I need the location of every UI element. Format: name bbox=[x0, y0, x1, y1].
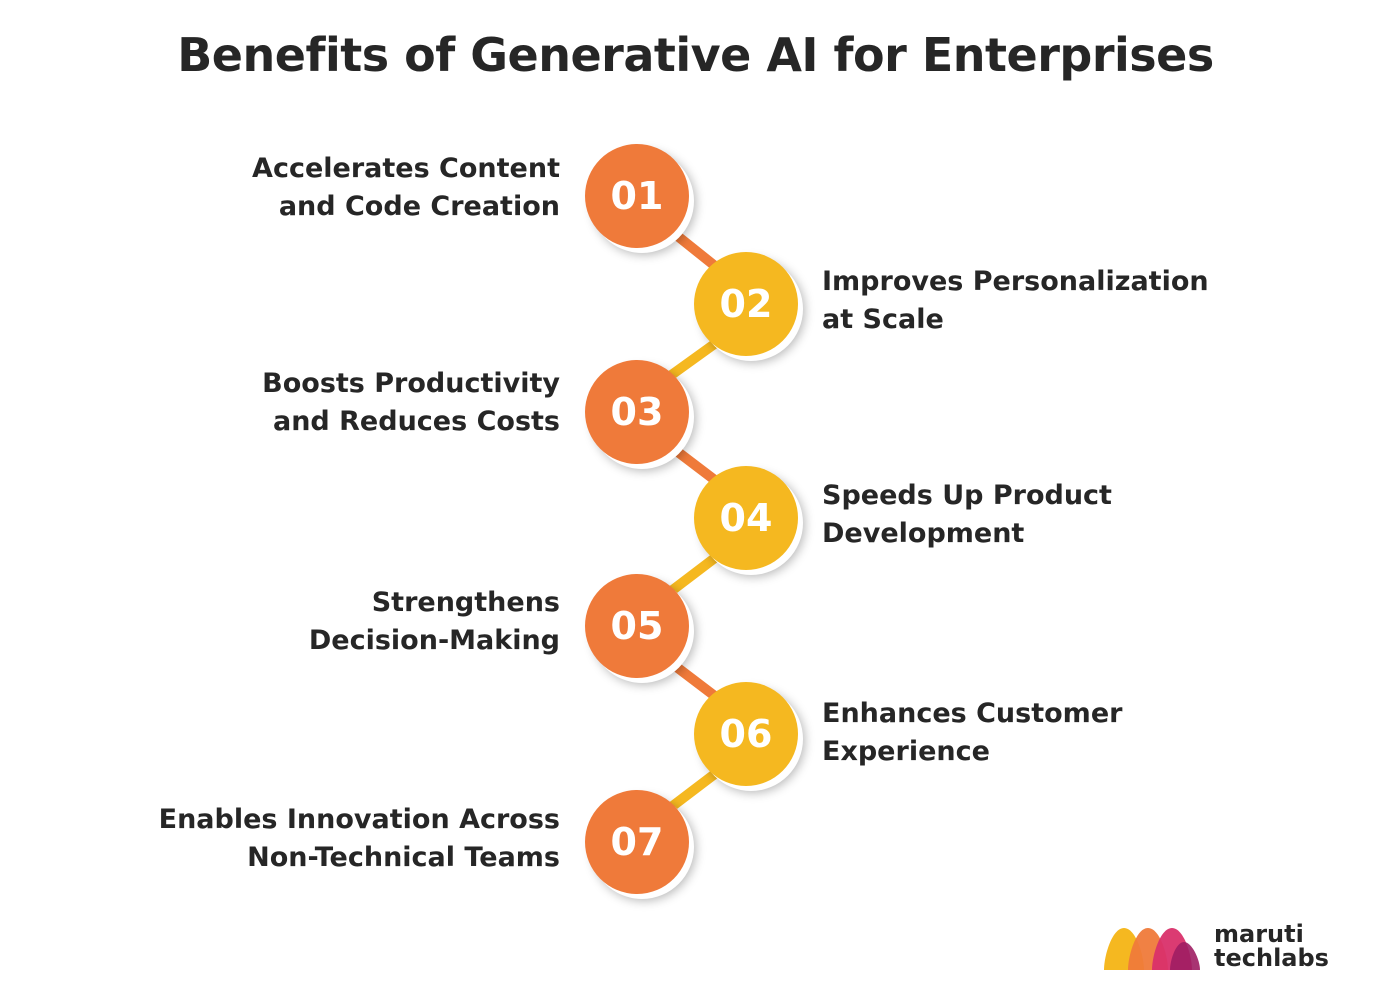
connector-2-3 bbox=[665, 335, 725, 381]
step-3-number-circle: 03 bbox=[585, 360, 689, 464]
maruti-techlabs-logo: maruti techlabs bbox=[1100, 920, 1360, 980]
step-4-label: Speeds Up Product Development bbox=[822, 477, 1292, 553]
step-1-label: Accelerates Content and Code Creation bbox=[90, 150, 560, 226]
logo-text-line2: techlabs bbox=[1214, 944, 1329, 972]
page-title: Benefits of Generative AI for Enterprise… bbox=[177, 28, 1214, 82]
step-4-number-circle: 04 bbox=[694, 466, 798, 570]
step-3-label-line1: Boosts Productivity bbox=[262, 368, 560, 399]
connector-6-7 bbox=[665, 765, 725, 813]
step-1-number-circle: 01 bbox=[585, 144, 689, 248]
logo-text-line1: maruti bbox=[1214, 920, 1304, 948]
step-5-label-line1: Strengthens bbox=[371, 587, 560, 618]
step-6-label-line1: Enhances Customer bbox=[822, 698, 1123, 729]
step-3-label: Boosts Productivity and Reduces Costs bbox=[90, 365, 560, 441]
step-1-label-line1: Accelerates Content bbox=[252, 153, 560, 184]
step-5-label: Strengthens Decision-Making bbox=[90, 584, 560, 660]
connector-4-5 bbox=[665, 549, 725, 597]
step-5-number-circle: 05 bbox=[585, 574, 689, 678]
step-2-label: Improves Personalization at Scale bbox=[822, 263, 1292, 339]
step-7-number-circle: 07 bbox=[585, 790, 689, 894]
step-7-label-line2: Non-Technical Teams bbox=[247, 842, 560, 873]
step-5-label-line2: Decision-Making bbox=[308, 625, 560, 656]
step-4-label-line1: Speeds Up Product bbox=[822, 480, 1112, 511]
step-7-label-line1: Enables Innovation Across bbox=[158, 804, 560, 835]
step-6-label: Enhances Customer Experience bbox=[822, 695, 1292, 771]
step-1-label-line2: and Code Creation bbox=[278, 191, 560, 222]
step-2-label-line1: Improves Personalization bbox=[822, 266, 1209, 297]
step-6-number-circle: 06 bbox=[694, 682, 798, 786]
step-2-label-line2: at Scale bbox=[822, 304, 944, 335]
step-6-label-line2: Experience bbox=[822, 736, 990, 767]
logo-text: maruti techlabs bbox=[1214, 922, 1329, 970]
step-4-label-line2: Development bbox=[822, 518, 1025, 549]
step-3-label-line2: and Reduces Costs bbox=[272, 406, 560, 437]
step-2-number-circle: 02 bbox=[694, 252, 798, 356]
step-7-label: Enables Innovation Across Non-Technical … bbox=[90, 801, 560, 877]
logo-mark-icon bbox=[1104, 928, 1200, 970]
